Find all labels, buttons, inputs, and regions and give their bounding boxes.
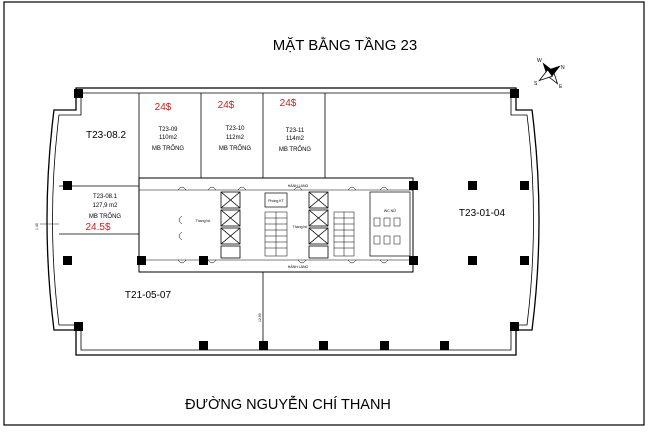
stair-right [333,211,355,257]
compass-n: N [561,65,565,71]
dimension-bottom: 12.00 [258,313,262,322]
unit-label-t23-08-2: T23-08.2 [86,130,126,141]
unit-label-t23-11: T23-11 [286,128,305,134]
unit-price-t23-08-1: 24.5$ [85,222,110,233]
wc-fixtures [373,217,401,245]
tech-room-label: Phòng KT [268,199,284,203]
unit-price-t23-09: 24$ [155,102,172,113]
stair-left-label: Thang bộ [196,219,211,223]
corridor-top-label: HÀNH LANG [288,184,309,188]
door-symbols [177,186,389,264]
unit-area-t23-08-1: 127,9 m2 [92,203,118,209]
lift-group-left [220,191,241,259]
unit-status-t23-08-1: MB TRỐNG [89,213,122,220]
compass-e: E [559,84,563,90]
compass-icon [538,62,561,85]
compass-w: W [537,58,542,64]
core-area [138,177,414,273]
unit-area-t23-09: 110m2 [159,135,178,141]
unit-price-t23-10: 24$ [218,100,235,111]
compass-s: S [534,81,538,87]
unit-area-t23-10: 112m2 [226,135,245,141]
building-outer-wall [46,87,540,356]
corridor-bottom-label: HÀNH LANG [288,265,309,269]
unit-label-t21-05-07: T21-05-07 [125,290,172,301]
wc-label: WC NỮ [384,208,396,213]
unit-label-t23-01-04: T23-01-04 [459,208,506,219]
unit-status-t23-09: MB TRỐNG [152,145,185,152]
unit-price-t23-11: 24$ [280,98,297,109]
unit-area-t23-11: 114m2 [286,136,305,142]
unit-status-t23-11: MB TRỐNG [279,146,312,153]
drawing-border [3,1,645,426]
unit-label-t23-08-1: T23-08.1 [93,194,118,200]
unit-label-t23-10: T23-10 [225,126,245,132]
lift-group-right [308,191,329,259]
unit-label-t23-09: T23-09 [158,127,178,133]
plan-title: MẶT BẰNG TẦNG 23 [273,36,418,54]
building-inner-wall [52,92,534,351]
tech-room [264,192,288,208]
stair-right-label: Thang bộ [293,225,308,229]
dimension-left: 1.40 [35,223,39,230]
structural-columns [63,89,529,350]
stair-left [264,211,288,257]
street-name: ĐƯỜNG NGUYỄN CHÍ THANH [185,396,391,413]
unit-status-t23-10: MB TRỐNG [219,145,252,152]
wc-room [369,191,411,257]
